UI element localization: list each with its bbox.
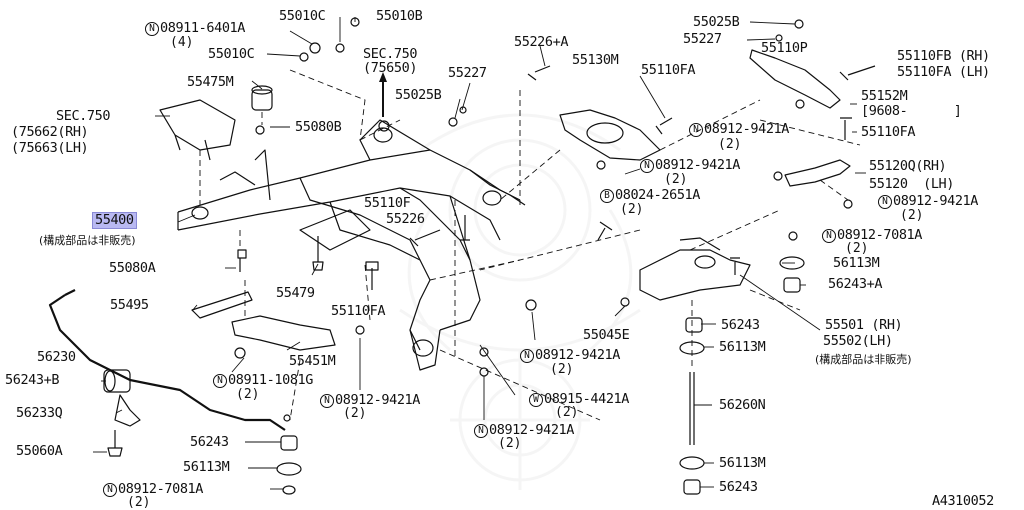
label-55226: 55226	[386, 211, 425, 227]
qty-2-j: (2)	[498, 436, 522, 451]
rear-subframe-55400	[177, 119, 526, 371]
label-55502-lh: 55502(LH)	[823, 333, 893, 349]
label-56113m-r1: 56113M	[833, 255, 880, 271]
lower-arm-55501	[639, 249, 751, 301]
label-55451m: 55451M	[289, 353, 336, 369]
label-55110fa-bottom: 55110FA	[331, 303, 386, 319]
qty-2-e: (2)	[845, 241, 869, 256]
label-56243a-r: 56243+A	[828, 276, 883, 292]
label-55227-mid: 55227	[448, 65, 487, 81]
label-55080b: 55080B	[295, 119, 342, 135]
label-56113m-l: 56113M	[183, 459, 230, 475]
qty-2-c: (2)	[620, 202, 644, 217]
link-55120Q	[784, 159, 851, 187]
label-56243-r2: 56243	[719, 479, 758, 495]
label-55120-lh: 55120 (LH)	[869, 176, 955, 192]
qty-2-h: (2)	[343, 406, 367, 421]
qty-2-g: (2)	[236, 387, 260, 402]
label-55045e: 55045E	[583, 327, 630, 343]
note-not-sold-right: (構成部品は非販売)	[815, 353, 912, 366]
label-55025b-top: 55025B	[693, 14, 740, 30]
label-55475m: 55475M	[187, 74, 234, 90]
label-55110fb-rh: 55110FB (RH)	[897, 48, 990, 64]
n-circle-icon: N	[103, 483, 117, 497]
label-55110fa-mid: 55110FA	[641, 62, 696, 78]
label-56233q: 56233Q	[16, 405, 63, 421]
label-55060a: 55060A	[16, 443, 63, 459]
n-circle-icon: N	[145, 22, 159, 36]
label-55495: 55495	[110, 297, 149, 313]
upper-arm-55130M	[559, 109, 661, 161]
link-55451M	[231, 315, 336, 351]
label-55110p: 55110P	[761, 40, 808, 56]
label-sec750-top: SEC.750	[363, 46, 418, 62]
n-circle-icon: N	[520, 349, 534, 363]
rod-56260N	[689, 372, 695, 445]
qty-2-d: (2)	[900, 208, 924, 223]
sec750-bracket	[159, 99, 236, 151]
b-circle-icon: B	[600, 189, 614, 203]
n-circle-icon: N	[878, 195, 892, 209]
label-sec750-top-ref: (75650)	[363, 60, 418, 76]
label-55227-top: 55227	[683, 31, 722, 47]
label-56230: 56230	[37, 349, 76, 365]
label-55120q-rh: 55120Q(RH)	[869, 158, 947, 174]
label-55400-highlighted[interactable]: 55400	[92, 212, 137, 229]
label-55226a: 55226+A	[514, 34, 569, 50]
label-sec750-left: SEC.750	[56, 108, 111, 124]
label-55479: 55479	[276, 285, 315, 301]
n-circle-icon: N	[320, 394, 334, 408]
qty-2-i: (2)	[555, 405, 579, 420]
label-sec750-rh: (75662(RH)	[11, 124, 89, 140]
label-55010b: 55010B	[376, 8, 423, 24]
label-56243b: 56243+B	[5, 372, 60, 388]
label-55152m: 55152M	[861, 88, 908, 104]
label-55010c-top: 55010C	[279, 8, 326, 24]
label-55110fa-right: 55110FA	[861, 124, 916, 140]
label-56113m-r3: 56113M	[719, 455, 766, 471]
qty-2-f: (2)	[550, 362, 574, 377]
label-55130m: 55130M	[572, 52, 619, 68]
label-55110f: 55110F	[364, 195, 411, 211]
stabilizer-bar-56230	[48, 294, 286, 431]
label-sec750-lh: (75663(LH)	[11, 140, 89, 156]
qty-2-k: (2)	[127, 495, 151, 510]
n-circle-icon: N	[640, 159, 654, 173]
n-circle-icon: N	[213, 374, 227, 388]
label-55080a: 55080A	[109, 260, 156, 276]
qty-2-b: (2)	[664, 172, 688, 187]
label-56260n: 56260N	[719, 397, 766, 413]
label-56243-l: 56243	[190, 434, 229, 450]
label-56113m-r2: 56113M	[719, 339, 766, 355]
diagram-reference-code: A4310052	[932, 493, 994, 509]
w-circle-icon: W	[529, 393, 543, 407]
label-55010c-left: 55010C	[208, 46, 255, 62]
label-55025b-mid: 55025B	[395, 87, 442, 103]
label-55152m-range: [9608- ]	[861, 103, 962, 119]
qty-4: (4)	[170, 35, 194, 50]
qty-2-a: (2)	[718, 137, 742, 152]
label-55110fa-lh: 55110FA (LH)	[897, 64, 990, 80]
label-56243-r: 56243	[721, 317, 760, 333]
n-circle-icon: N	[689, 123, 703, 137]
link-55110P	[749, 49, 841, 109]
label-55501-rh: 55501 (RH)	[825, 317, 903, 333]
note-not-sold: (構成部品は非販売)	[39, 234, 136, 247]
n-circle-icon: N	[474, 424, 488, 438]
n-circle-icon: N	[822, 229, 836, 243]
